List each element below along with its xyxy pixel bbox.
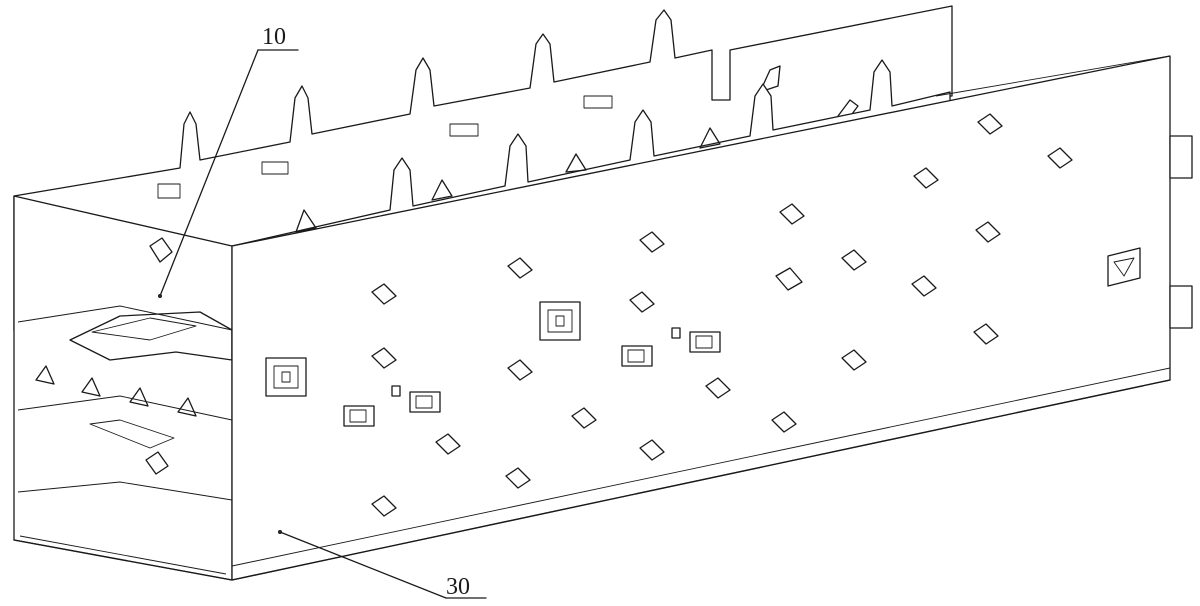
dimple-pattern [371,113,1073,517]
floor [13,379,1171,581]
front-port-opening [13,195,233,581]
callout-30-label: 30 [446,574,470,600]
callout-10: 10 [159,24,299,297]
callout-10-dot [157,293,162,298]
callout-10-label: 10 [262,24,286,50]
callout-30: 30 [279,531,487,600]
latch-windows [265,301,721,427]
callout-30-dot [277,530,282,535]
